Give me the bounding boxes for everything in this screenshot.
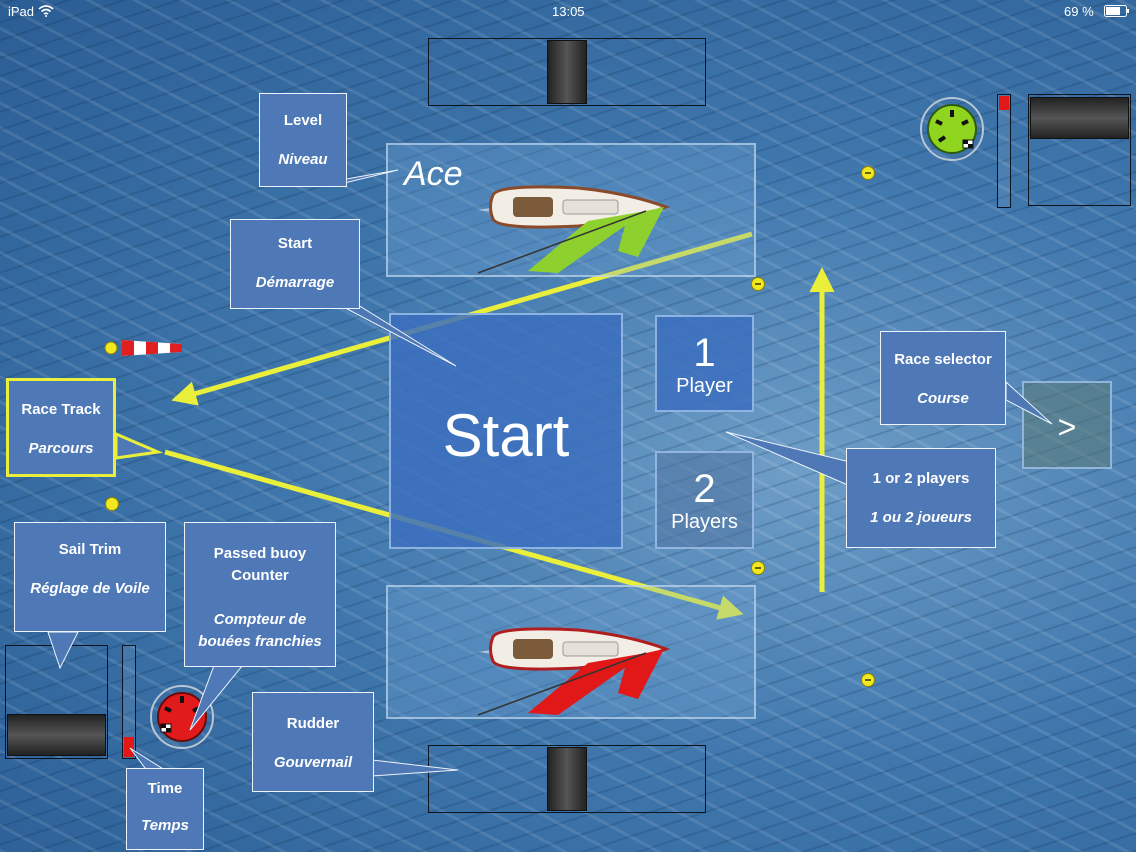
- callout-start: Start Démarrage: [230, 219, 360, 309]
- course-buoy: [861, 673, 875, 687]
- sail-trim-slider-bottom[interactable]: [5, 645, 108, 759]
- battery-icon: [1104, 5, 1129, 17]
- callout-sail-trim: Sail Trim Réglage de Voile: [14, 522, 166, 632]
- next-race-button[interactable]: >: [1022, 381, 1112, 469]
- two-players-number: 2: [693, 467, 716, 511]
- pointer-race-selector: [1005, 380, 1053, 425]
- one-player-label: Player: [676, 375, 733, 397]
- level-value: Ace: [404, 155, 463, 193]
- callout-time: Time Temps: [126, 768, 204, 850]
- next-race-label: >: [1057, 409, 1077, 445]
- sail-trim-slider-top[interactable]: [1028, 94, 1131, 206]
- rudder-knob-bottom[interactable]: [547, 747, 587, 811]
- pointer-sail-trim: [47, 631, 79, 670]
- course-buoy: [105, 497, 119, 511]
- start-button-label: Start: [442, 402, 570, 469]
- rudder-slider-bottom[interactable]: [428, 745, 706, 813]
- player-one-boat-panel: [386, 585, 756, 719]
- pointer-race-track: [114, 431, 164, 460]
- two-players-button[interactable]: 2 Players: [655, 451, 754, 549]
- one-player-button[interactable]: 1 Player: [655, 315, 754, 412]
- callout-buoy-counter: Passed buoy Counter Compteur de bouées f…: [184, 522, 336, 667]
- time-gauge-top: [997, 94, 1011, 208]
- time-gauge-bottom: [122, 645, 136, 759]
- start-button[interactable]: Start: [389, 313, 623, 549]
- sail-trim-knob-top[interactable]: [1030, 97, 1129, 139]
- course-buoy: [751, 561, 765, 575]
- callout-players: 1 or 2 players 1 ou 2 joueurs: [846, 448, 996, 548]
- buoy-counter-top: [920, 97, 984, 161]
- two-players-label: Players: [671, 511, 738, 533]
- time-gauge-top-fill: [999, 96, 1009, 110]
- callout-rudder: Rudder Gouvernail: [252, 692, 374, 792]
- device-label: iPad: [8, 4, 35, 19]
- callout-level: Level Niveau: [259, 93, 347, 187]
- level-selector[interactable]: Ace: [386, 143, 756, 277]
- boat-bottom-icon: [477, 627, 671, 716]
- pointer-players: [725, 431, 851, 487]
- battery-percent: 69 %: [1064, 4, 1094, 19]
- sail-trim-knob-bottom[interactable]: [7, 714, 106, 756]
- boat-top-icon: [477, 185, 671, 274]
- clock: 13:05: [552, 4, 585, 19]
- callout-race-selector: Race selector Course: [880, 331, 1006, 425]
- pointer-start: [329, 299, 457, 367]
- time-gauge-bottom-fill: [124, 737, 134, 757]
- course-buoy: [751, 277, 765, 291]
- wifi-icon: [38, 5, 54, 17]
- one-player-number: 1: [693, 331, 716, 375]
- callout-race-track: Race Track Parcours: [6, 378, 116, 477]
- windsock-icon: [104, 340, 182, 356]
- rudder-slider-top[interactable]: [428, 38, 706, 106]
- course-buoy: [861, 166, 875, 180]
- rudder-knob-top[interactable]: [547, 40, 587, 104]
- status-bar: iPad 13:05 69 %: [0, 0, 1136, 22]
- pointer-rudder: [371, 759, 459, 777]
